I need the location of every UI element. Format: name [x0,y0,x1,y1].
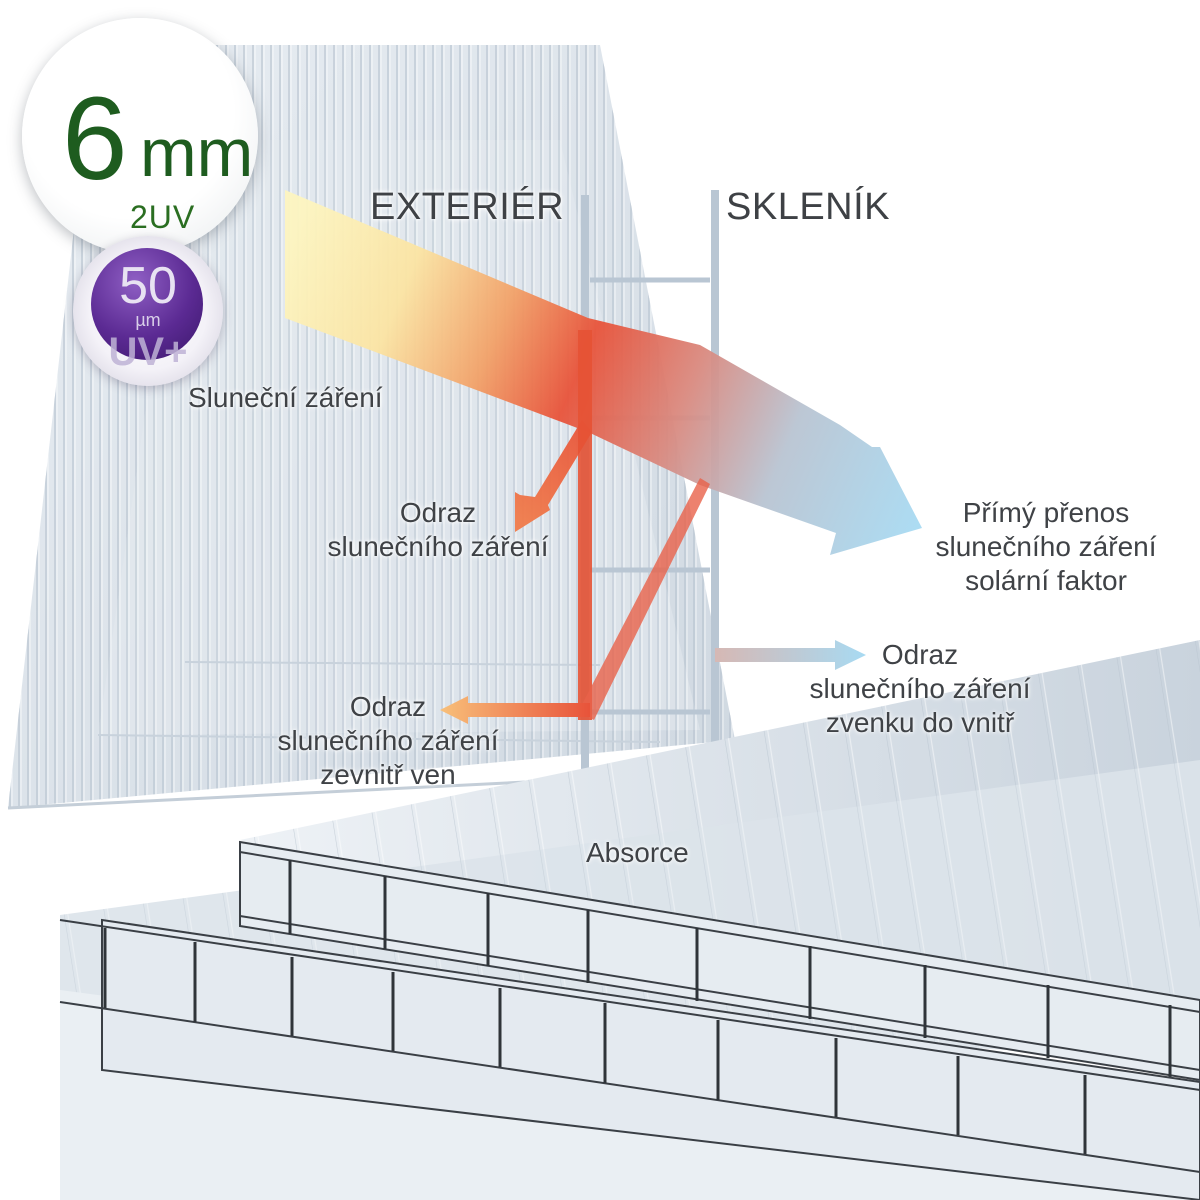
thickness-value: 6 [62,73,128,205]
label-line: slunečního záření [277,725,499,756]
label-line: slunečního záření [935,531,1157,562]
label-reflection-in: Odraz slunečního záření zevnitř ven [250,690,526,792]
foreground-boards [59,640,1200,1200]
label-line: Odraz [881,639,959,670]
uv-plus-label: UV+ [108,330,188,374]
heading-exterior: EXTERIÉR [370,186,565,228]
label-line: zevnitř ven [320,759,456,790]
label-absorption: Absorce [586,837,689,868]
label-line: Odraz [349,691,427,722]
thickness-unit: mm [140,115,254,191]
uv-protection-badge: 50 µm UV+ [73,236,223,386]
uv-layer-value: 50 [119,257,177,315]
reflection-out-in-arrow [715,640,866,670]
reflection-outer-arrow [515,420,592,532]
label-line: solární faktor [965,565,1127,596]
label-reflection-outer: Odraz slunečního záření [300,496,576,564]
thickness-badge: 6 mm 2UV [22,18,258,254]
label-direct-transmission: Přímý přenos slunečního záření solární f… [908,496,1184,598]
absorption-path [578,330,710,720]
label-line: zvenku do vnitř [825,707,1015,738]
label-solar-radiation: Sluneční záření [188,382,383,413]
label-reflection-out-in: Odraz slunečního záření zvenku do vnitř [782,638,1058,740]
label-line: slunečního záření [809,673,1031,704]
uv-badge-core [91,248,203,360]
label-line: slunečního záření [327,531,549,562]
heading-greenhouse: SKLENÍK [726,186,891,228]
label-line: Odraz [399,497,477,528]
uv-coating-label: 2UV [130,199,196,235]
label-line: Přímý přenos [962,497,1130,528]
reflection-in-arrow [440,696,590,724]
solar-beam [285,190,922,555]
uv-layer-unit: µm [135,310,161,330]
